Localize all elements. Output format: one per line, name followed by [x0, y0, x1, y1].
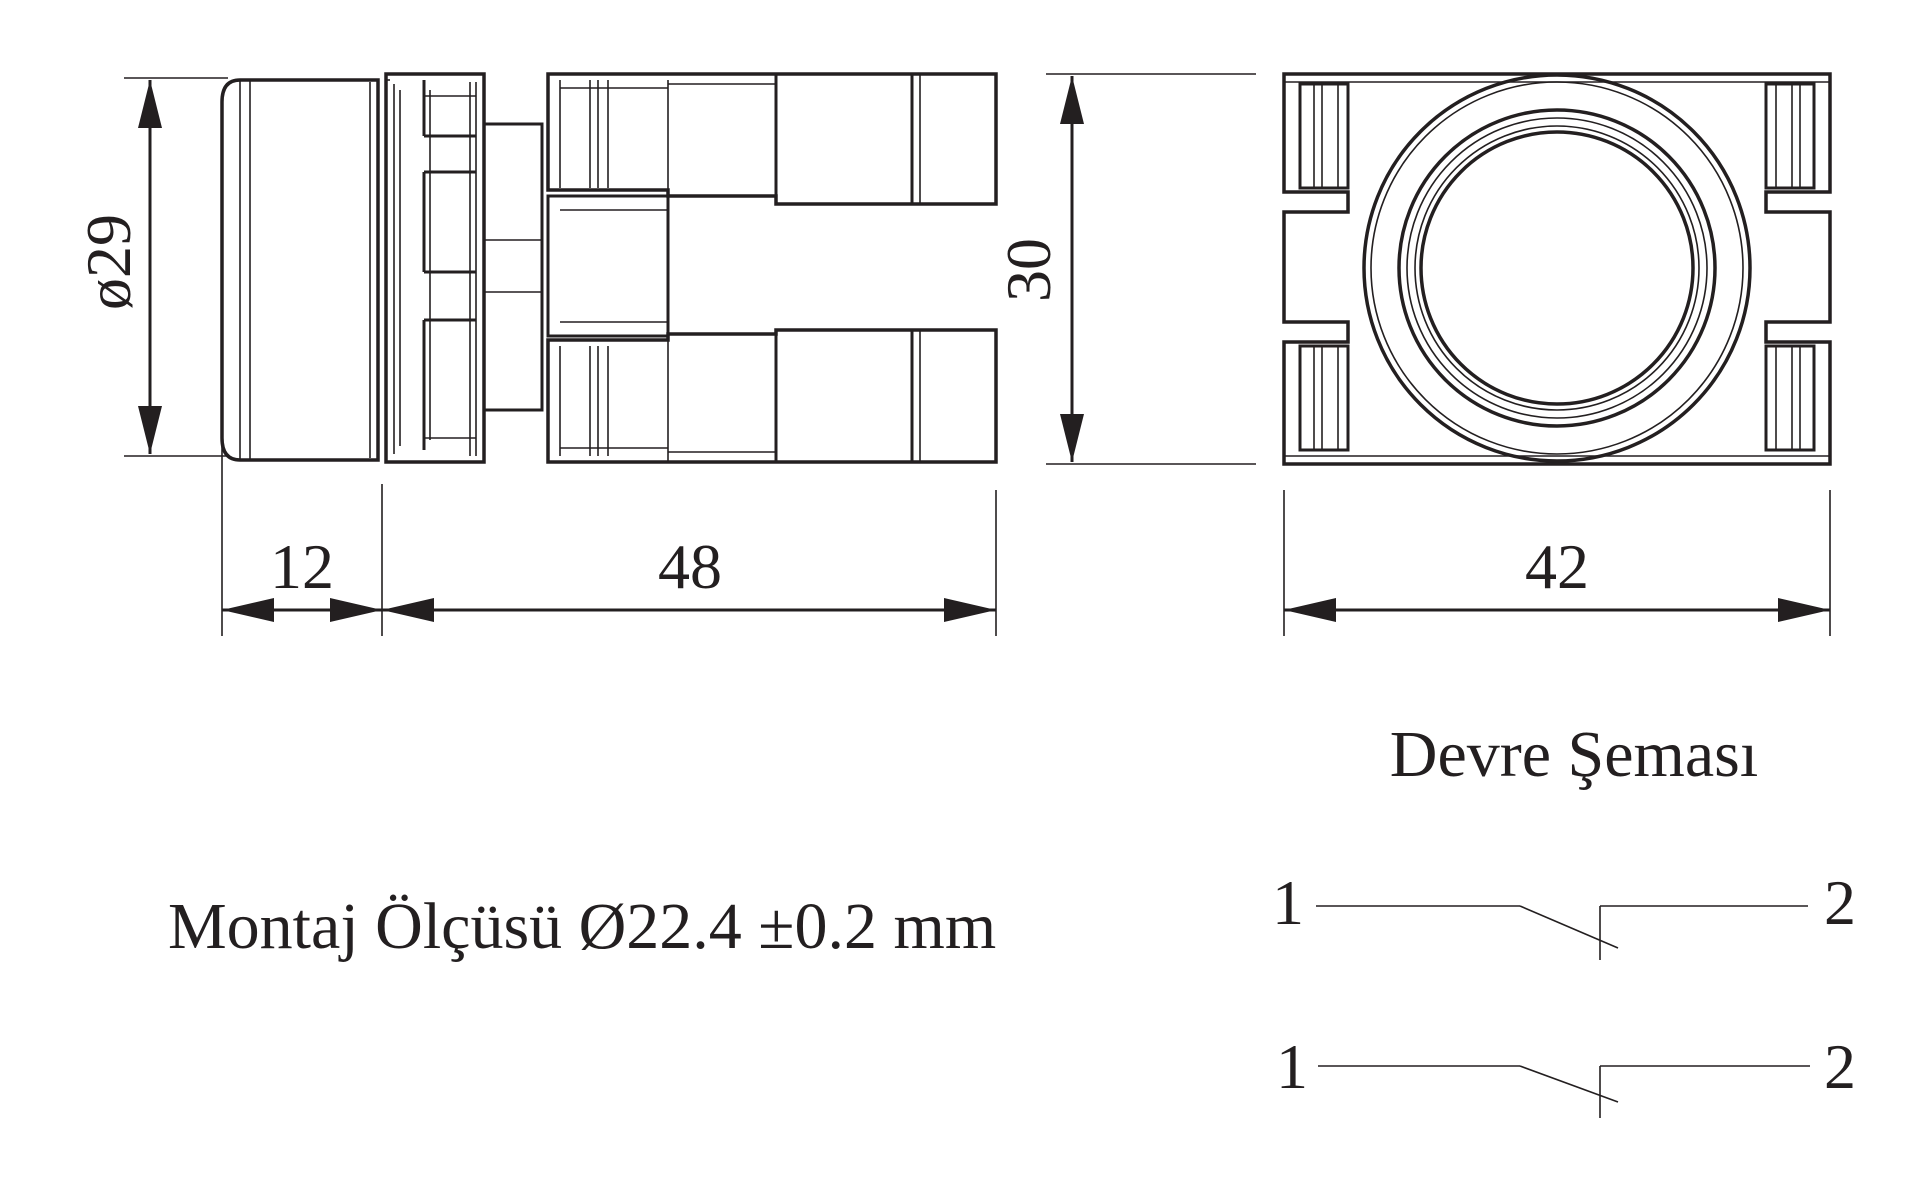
- front-view: [1282, 72, 1832, 466]
- mount-collar: [384, 72, 486, 464]
- contact-block-lower: [546, 328, 998, 464]
- diameter-dimension: ø29: [73, 77, 228, 457]
- height-label: 30: [993, 238, 1064, 302]
- front-depth-label: 12: [270, 531, 334, 602]
- circuit-contact-2: 1 2: [1276, 1031, 1856, 1118]
- diameter-label: ø29: [73, 214, 144, 310]
- circuit-title: Devre Şeması: [1390, 718, 1758, 791]
- contact-block-middle: [546, 194, 670, 338]
- circuit-contact-1: 1 2: [1272, 867, 1856, 960]
- terminal-1-label: 1: [1276, 1031, 1308, 1102]
- width-label: 42: [1525, 531, 1589, 602]
- width-dimension: 42: [1283, 490, 1831, 636]
- mounting-note: Montaj Ölçüsü Ø22.4 ±0.2 mm: [168, 890, 996, 963]
- front-cap: [220, 78, 380, 462]
- terminal-2-label: 2: [1824, 1031, 1856, 1102]
- side-view: [220, 72, 998, 464]
- terminal-1-label: 1: [1272, 867, 1304, 938]
- adaptor-neck: [482, 122, 544, 412]
- right-clips: [1764, 82, 1816, 452]
- contact-block-upper: [546, 72, 998, 206]
- body-depth-label: 48: [658, 531, 722, 602]
- depth-dimensions: 12 48: [221, 440, 997, 636]
- left-clips: [1298, 82, 1350, 452]
- height-dimension: 30: [993, 73, 1256, 465]
- push-button-face: [1362, 73, 1752, 463]
- terminal-2-label: 2: [1824, 867, 1856, 938]
